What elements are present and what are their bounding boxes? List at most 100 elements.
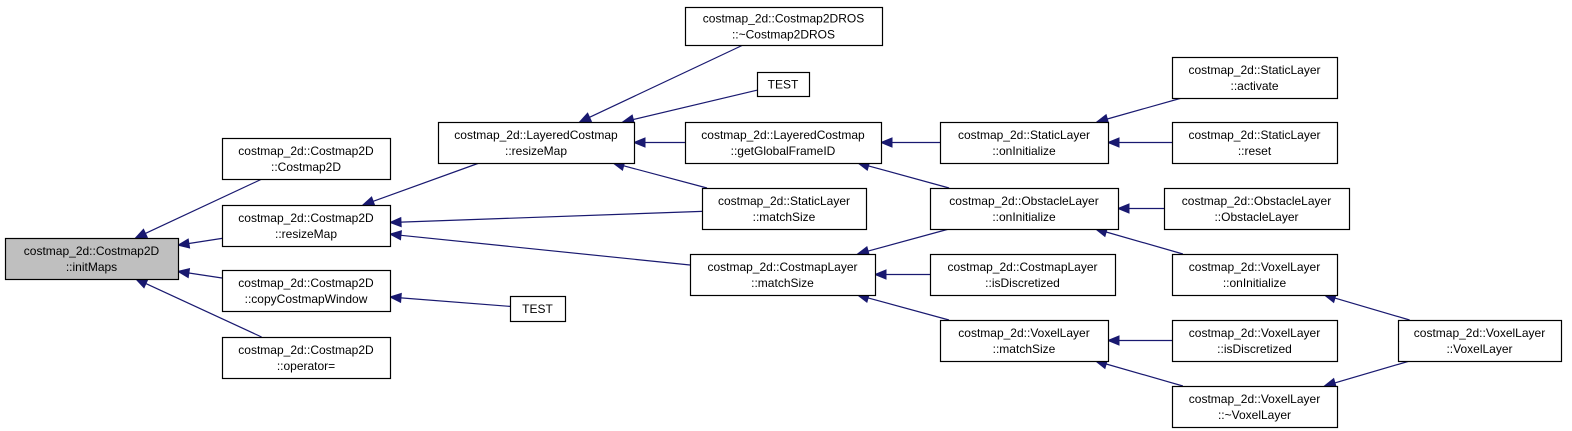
node-label: costmap_2d::CostmapLayer	[707, 260, 857, 274]
node-sl-onInit[interactable]: costmap_2d::StaticLayer::onInitialize	[939, 121, 1110, 165]
node-label: costmap_2d::ObstacleLayer	[1182, 194, 1331, 208]
arrowhead-icon	[632, 137, 646, 148]
edge-line	[188, 272, 223, 279]
node-ol-ctor[interactable]: costmap_2d::ObstacleLayer::ObstacleLayer	[1163, 187, 1351, 231]
arrowhead-icon	[388, 292, 402, 304]
node-c2dros-dtor[interactable]: costmap_2d::Costmap2DROS::~Costmap2DROS	[684, 6, 884, 47]
node-box	[1171, 56, 1339, 100]
node-c2d-op[interactable]: costmap_2d::Costmap2D::operator=	[221, 336, 392, 380]
node-initMaps[interactable]: costmap_2d::Costmap2D::initMaps	[4, 237, 180, 281]
node-label: costmap_2d::Costmap2D	[24, 244, 160, 258]
node-sl-activate[interactable]: costmap_2d::StaticLayer::activate	[1171, 56, 1339, 100]
edge-c2d_resizeMap-to-initMaps	[176, 237, 223, 249]
node-vl-dtor[interactable]: costmap_2d::VoxelLayer::~VoxelLayer	[1171, 385, 1339, 429]
edge-line	[372, 162, 480, 202]
node-box	[1171, 253, 1339, 297]
node-label: ::isDiscretized	[1217, 342, 1292, 356]
node-box	[1163, 187, 1351, 231]
edge-vl_matchSize-to-cl_matchSize	[856, 293, 950, 321]
node-label: ::initMaps	[66, 260, 117, 274]
edge-cl_isDisc-to-cl_matchSize	[873, 269, 930, 280]
node-c2d-resizeMap[interactable]: costmap_2d::Costmap2D::resizeMap	[221, 204, 392, 248]
node-test-copy[interactable]: TEST	[509, 295, 567, 323]
edge-lc_getGlobal-to-lc_resizeMap	[632, 137, 685, 148]
node-c2d-copy[interactable]: costmap_2d::Costmap2D::copyCostmapWindow	[221, 269, 392, 313]
edge-sl_onInit-to-lc_getGlobal	[879, 137, 940, 148]
edge-line	[400, 210, 703, 223]
arrowhead-icon	[873, 269, 887, 280]
edge-c2d_copy-to-initMaps	[176, 267, 223, 279]
node-box	[689, 253, 877, 297]
node-c2d-ctor[interactable]: costmap_2d::Costmap2D::Costmap2D	[221, 137, 392, 181]
node-label: costmap_2d::LayeredCostmap	[701, 128, 865, 142]
node-sl-reset[interactable]: costmap_2d::StaticLayer::reset	[1171, 121, 1339, 165]
node-label: ::activate	[1230, 79, 1278, 93]
node-lc-getGlobal[interactable]: costmap_2d::LayeredCostmap::getGlobalFra…	[684, 121, 883, 165]
edge-vl_dtor-to-vl_matchSize	[1094, 359, 1184, 387]
node-vl-onInit[interactable]: costmap_2d::VoxelLayer::onInitialize	[1171, 253, 1339, 297]
edge-sl_activate-to-sl_onInit	[1095, 97, 1182, 124]
edge-vl_isDisc-to-vl_matchSize	[1106, 335, 1172, 346]
node-box	[929, 187, 1120, 231]
node-vl-matchSize[interactable]: costmap_2d::VoxelLayer::matchSize	[939, 319, 1110, 363]
node-vl-ctor[interactable]: costmap_2d::VoxelLayer::VoxelLayer	[1397, 319, 1563, 363]
edge-line	[400, 297, 511, 307]
node-label: TEST	[522, 302, 553, 316]
node-label: ::operator=	[277, 359, 335, 373]
node-box	[1397, 319, 1563, 363]
edge-line	[633, 89, 758, 121]
node-label: costmap_2d::StaticLayer	[958, 128, 1090, 142]
node-box	[4, 237, 180, 281]
node-box	[221, 137, 392, 181]
node-label: ::resizeMap	[505, 144, 567, 158]
node-label: ::onInitialize	[1223, 276, 1287, 290]
node-label: costmap_2d::StaticLayer	[718, 194, 850, 208]
node-label: costmap_2d::Costmap2D	[238, 144, 374, 158]
edge-line	[400, 234, 691, 266]
edge-line	[1107, 97, 1182, 120]
node-label: ::reset	[1238, 144, 1272, 158]
node-label: ::matchSize	[751, 276, 814, 290]
arrowhead-icon	[1106, 335, 1120, 346]
node-label: ::~Costmap2DROS	[732, 28, 835, 42]
node-test-top[interactable]: TEST	[756, 71, 811, 98]
node-label: costmap_2d::VoxelLayer	[1414, 326, 1545, 340]
node-label: costmap_2d::VoxelLayer	[1189, 392, 1320, 406]
node-box	[221, 204, 392, 248]
edge-vl_onInit-to-ol_onInit	[1094, 227, 1184, 255]
node-label: ::resizeMap	[275, 227, 337, 241]
node-label: ::matchSize	[993, 342, 1056, 356]
node-label: ::onInitialize	[992, 210, 1056, 224]
arrowhead-icon	[578, 112, 593, 123]
arrowhead-icon	[388, 216, 402, 228]
node-cl-matchSize[interactable]: costmap_2d::CostmapLayer::matchSize	[689, 253, 877, 297]
node-box	[939, 121, 1110, 165]
node-box	[684, 121, 883, 165]
node-box	[756, 71, 811, 98]
edge-c2d_ctor-to-initMaps	[134, 178, 263, 239]
edge-test_copy-to-c2d_copy	[388, 292, 511, 307]
node-vl-isDisc[interactable]: costmap_2d::VoxelLayer::isDiscretized	[1171, 319, 1339, 363]
node-label: ::copyCostmapWindow	[245, 292, 368, 306]
node-label: costmap_2d::VoxelLayer	[1189, 260, 1320, 274]
node-label: ::isDiscretized	[985, 276, 1060, 290]
node-label: costmap_2d::Costmap2DROS	[703, 12, 864, 26]
edge-line	[623, 165, 708, 189]
node-ol-onInit[interactable]: costmap_2d::ObstacleLayer::onInitialize	[929, 187, 1120, 231]
edge-ol_onInit-to-cl_matchSize	[856, 228, 950, 256]
node-label: ::getGlobalFrameID	[731, 144, 836, 158]
node-box	[929, 253, 1117, 297]
node-label: costmap_2d::Costmap2D	[238, 211, 374, 225]
node-box	[221, 336, 392, 380]
node-cl-isDisc[interactable]: costmap_2d::CostmapLayer::isDiscretized	[929, 253, 1117, 297]
edge-ol_ctor-to-ol_onInit	[1116, 203, 1164, 214]
node-lc-resizeMap[interactable]: costmap_2d::LayeredCostmap::resizeMap	[437, 121, 636, 165]
node-label: ::VoxelLayer	[1446, 342, 1512, 356]
edge-sl_matchSize-to-c2d_resizeMap	[388, 210, 703, 228]
node-box	[684, 6, 884, 47]
arrowhead-icon	[134, 278, 149, 289]
edge-line	[1334, 360, 1410, 384]
node-label: costmap_2d::Costmap2D	[238, 343, 374, 357]
node-sl-matchSize[interactable]: costmap_2d::StaticLayer::matchSize	[701, 187, 868, 231]
